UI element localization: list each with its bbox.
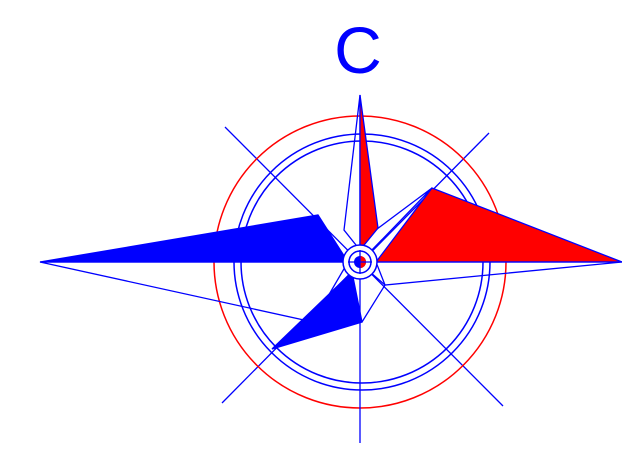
west-point-outline-half [40, 262, 348, 322]
compass-letter: C [334, 13, 382, 87]
west-point-filled-half [40, 215, 348, 262]
east-point-filled-half [376, 188, 622, 262]
southeast-blade [362, 272, 385, 322]
west-point [40, 215, 348, 322]
east-point-outline-half [376, 262, 622, 285]
north-point-outline-half [344, 95, 360, 250]
north-point-filled-half [360, 95, 378, 250]
north-point [344, 95, 378, 250]
southwest-blade [272, 272, 362, 349]
